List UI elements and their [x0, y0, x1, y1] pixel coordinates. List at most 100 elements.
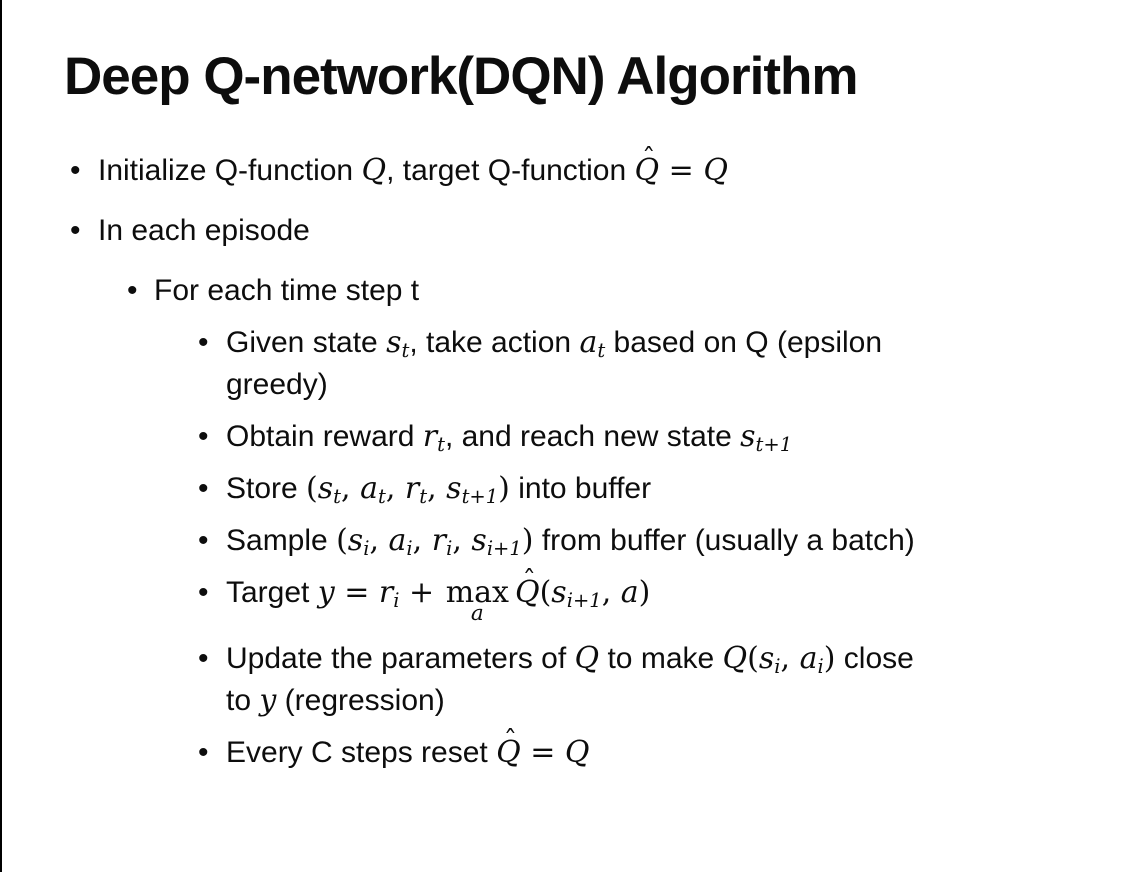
text-run: Target — [226, 576, 318, 610]
math-subscripted-variable: ri — [378, 575, 400, 613]
text-run: , target Q-function — [386, 154, 635, 188]
math-symbol: , — [452, 523, 472, 559]
text-run: (regression) — [276, 684, 445, 718]
hat-accent-icon: ˆ — [503, 726, 518, 758]
math-symbol: ( — [539, 575, 552, 611]
text-run: to make — [599, 642, 723, 676]
text-run: into buffer — [509, 472, 652, 506]
text-run: Update the parameters of — [226, 642, 575, 676]
math-symbol: ( — [747, 641, 759, 677]
bullet-text: Store (st, at, rt, st+1) into buffer — [226, 471, 652, 509]
math-symbol: , — [780, 641, 800, 677]
math-symbol: = — [659, 153, 704, 189]
math-subscript: i — [406, 537, 413, 561]
math-subscript: i+1 — [566, 589, 602, 613]
bullet-text: Obtain reward rt, and reach new state st… — [226, 419, 793, 457]
text-run: Given state — [226, 326, 387, 360]
math-subscript: i — [446, 537, 453, 561]
slide-title: Deep Q-network(DQN) Algorithm — [64, 47, 858, 106]
text-run: , take action — [409, 326, 580, 360]
bullet-text: Sample (si, ai, ri, si+1) from buffer (u… — [226, 523, 915, 561]
bullet-dot: • — [70, 154, 81, 188]
math-variable: a — [620, 575, 639, 611]
bullet-dot: • — [198, 576, 209, 610]
math-subscript: t — [437, 433, 445, 457]
bullet-item: •Update the parameters of Q to make Q(si… — [2, 638, 1124, 722]
text-run: Every C steps reset — [226, 736, 497, 770]
math-variable: y — [259, 683, 277, 719]
math-subscripted-variable: si+1 — [471, 523, 522, 561]
math-subscripted-variable: at — [360, 471, 386, 509]
math-symbol: + — [399, 575, 444, 611]
math-subscripted-variable: si+1 — [551, 575, 602, 613]
bullet-dot: • — [198, 326, 209, 360]
math-subscripted-variable: si — [347, 523, 370, 561]
math-symbol: ( — [336, 523, 348, 559]
math-subscripted-variable: rt — [422, 419, 445, 457]
math-subscript: i — [774, 655, 781, 679]
bullet-dot: • — [127, 274, 138, 308]
math-variable: Q — [514, 575, 540, 611]
math-symbol: = — [520, 735, 565, 771]
math-subscript: i+1 — [486, 537, 522, 561]
hat-accent-icon: ˆ — [642, 144, 656, 176]
text-run: from buffer (usually a batch) — [533, 524, 915, 558]
math-subscript: t+1 — [461, 485, 499, 509]
math-subscripted-variable: st+1 — [740, 419, 793, 457]
text-run: Initialize Q-function — [98, 154, 362, 188]
hat-accent-icon: ˆ — [522, 566, 536, 598]
math-symbol: , — [601, 575, 621, 611]
text-run: In each episode — [98, 214, 310, 248]
math-symbol: ) — [521, 523, 534, 559]
math-subscript: i — [363, 537, 370, 561]
math-subscript: t — [401, 339, 410, 363]
math-subscript: t — [597, 339, 606, 363]
math-symbol: , — [369, 523, 389, 559]
math-subscript: t — [333, 485, 342, 509]
bullet-item: •Store (st, at, rt, st+1) into buffer — [2, 468, 1124, 510]
math-subscripted-variable: st+1 — [446, 471, 499, 509]
math-subscript: t+1 — [755, 433, 793, 457]
bullet-list: •Initialize Q-function Q, target Q-funct… — [2, 144, 1124, 774]
bullet-dot: • — [198, 524, 209, 558]
math-symbol: ( — [306, 471, 318, 507]
math-subscripted-variable: st — [386, 325, 410, 363]
text-run: Sample — [226, 524, 337, 558]
math-variable: Q — [496, 735, 521, 771]
max-underscript: a — [470, 601, 484, 627]
math-subscripted-variable: st — [317, 471, 342, 509]
math-subscripted-variable: si — [758, 641, 781, 679]
bullet-text: Update the parameters of Q to make Q(si,… — [226, 641, 914, 719]
max-label: max — [445, 575, 509, 611]
bullet-dot: • — [198, 642, 209, 676]
math-variable: Q — [703, 153, 728, 189]
bullet-item: • In each episode — [2, 210, 1124, 252]
math-subscripted-variable: ri — [431, 523, 453, 561]
math-subscript: i — [817, 655, 824, 679]
text-run: close — [835, 642, 914, 676]
math-subscripted-variable: ai — [388, 523, 413, 561]
bullet-dot: • — [70, 214, 81, 248]
math-symbol: , — [385, 471, 405, 507]
bullet-item: •Obtain reward rt, and reach new state s… — [2, 416, 1124, 458]
text-run: For each time step t — [154, 274, 420, 308]
math-symbol: , — [412, 523, 432, 559]
math-variable: Q — [574, 641, 600, 677]
text-run: greedy) — [226, 368, 328, 402]
math-variable: Q — [634, 153, 660, 189]
math-variable: Q — [722, 641, 748, 677]
math-variable: Q — [361, 153, 387, 189]
bullet-item: • For each time step t — [2, 270, 1124, 312]
math-variable: Q — [564, 735, 590, 771]
math-symbol: ) — [823, 641, 836, 677]
math-subscript: t — [377, 485, 386, 509]
